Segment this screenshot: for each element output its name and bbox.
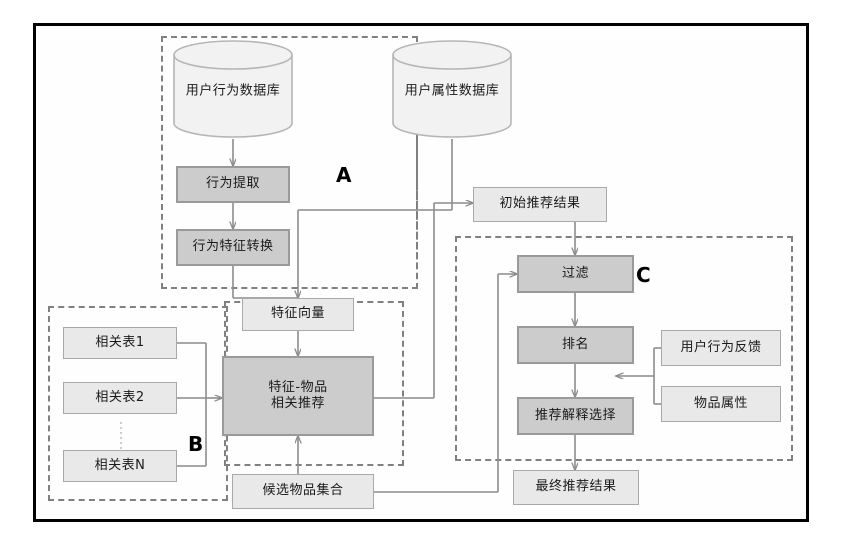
- node-feature-item-recommendation-label-line1: 特征-物品: [268, 379, 328, 395]
- node-final-rec-result-label: 最终推荐结果: [535, 479, 617, 495]
- node-rec-explanation-select[interactable]: 推荐解释选择: [517, 397, 634, 435]
- node-candidate-item-set-label: 候选物品集合: [262, 483, 344, 499]
- node-related-table-n[interactable]: 相关表N: [63, 450, 177, 482]
- node-final-rec-result[interactable]: 最终推荐结果: [513, 470, 639, 505]
- user-attribute-db: 用户属性数据库: [391, 39, 513, 139]
- node-feature-item-recommendation-label-line2: 相关推荐: [270, 396, 325, 411]
- cylinder-icon: [392, 40, 512, 138]
- region-a-right-extension: [382, 139, 418, 289]
- node-related-table-1-label: 相关表1: [95, 334, 145, 350]
- node-related-table-n-label: 相关表N: [94, 457, 146, 473]
- node-behavior-feature-transform-label: 行为特征转换: [192, 239, 274, 255]
- node-user-behavior-feedback[interactable]: 用户行为反馈: [661, 330, 781, 366]
- node-item-attribute[interactable]: 物品属性: [661, 386, 781, 422]
- user-attribute-db-label: 用户属性数据库: [404, 83, 500, 99]
- node-feature-vector-label: 特征向量: [270, 306, 325, 322]
- node-filter[interactable]: 过滤: [517, 255, 634, 293]
- cylinder-icon: [173, 40, 293, 138]
- node-candidate-item-set[interactable]: 候选物品集合: [232, 474, 374, 509]
- region-a-label: A: [336, 163, 352, 187]
- node-feature-item-recommendation[interactable]: 特征-物品 相关推荐: [222, 356, 374, 436]
- node-behavior-extraction-label: 行为提取: [205, 176, 260, 192]
- node-initial-rec-result-label: 初始推荐结果: [499, 196, 581, 212]
- user-behavior-db-label: 用户行为数据库: [185, 83, 281, 99]
- node-feature-vector[interactable]: 特征向量: [242, 298, 354, 331]
- node-behavior-extraction[interactable]: 行为提取: [176, 166, 290, 203]
- region-c-label: C: [636, 263, 651, 287]
- node-item-attribute-label: 物品属性: [693, 395, 748, 411]
- node-filter-label: 过滤: [561, 265, 589, 281]
- region-b-label: B: [188, 432, 204, 456]
- node-behavior-feature-transform[interactable]: 行为特征转换: [176, 229, 290, 266]
- node-related-table-1[interactable]: 相关表1: [63, 327, 177, 359]
- node-related-table-2-label: 相关表2: [95, 389, 145, 405]
- node-ranking[interactable]: 排名: [517, 326, 634, 364]
- node-ranking-label: 排名: [561, 336, 589, 352]
- node-rec-explanation-select-label: 推荐解释选择: [534, 407, 616, 423]
- region-c-boundary: [455, 236, 793, 461]
- diagram-frame: A B C: [33, 23, 809, 522]
- node-user-behavior-feedback-label: 用户行为反馈: [680, 339, 762, 355]
- node-related-table-2[interactable]: 相关表2: [63, 382, 177, 414]
- node-initial-rec-result[interactable]: 初始推荐结果: [473, 187, 607, 222]
- user-behavior-db: 用户行为数据库: [172, 39, 294, 139]
